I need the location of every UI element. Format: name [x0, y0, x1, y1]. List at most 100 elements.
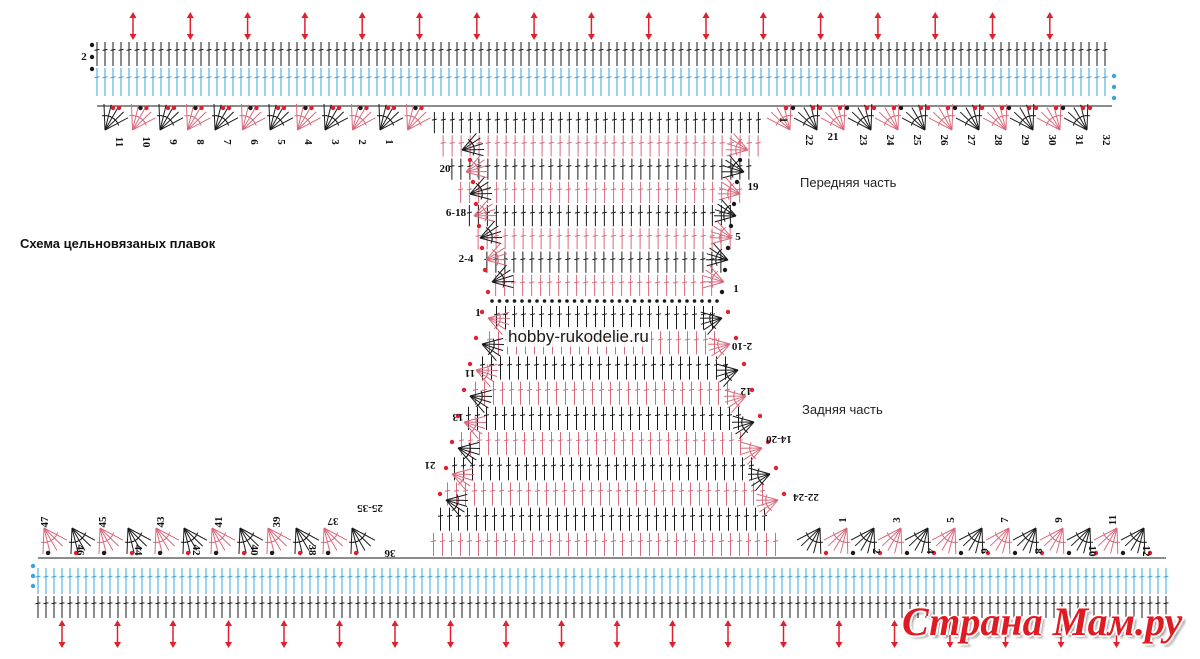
chain-dot [297, 550, 303, 556]
bottom-blue-stitch-tick [235, 575, 241, 578]
body-tick [701, 165, 707, 168]
arrow-head [391, 620, 399, 626]
top-blue-stitch-tick [502, 76, 508, 79]
bottom-blue-stitch-tick [739, 575, 745, 578]
body-tick [683, 439, 690, 442]
body-tick [458, 141, 464, 144]
bottom-stitch-tick [187, 602, 193, 605]
chain-dot [725, 245, 731, 251]
arrow-head [58, 620, 66, 626]
bottom-blue-stitch-tick [947, 575, 953, 578]
fan-stitch [182, 527, 185, 554]
bottom-blue-stitch-tick [99, 575, 105, 578]
arrow-head [817, 12, 825, 18]
body-tick [701, 439, 708, 442]
bottom-stitch-tick [155, 602, 161, 605]
body-tick [746, 165, 752, 168]
bottom-blue-stitch-tick [803, 575, 809, 578]
arrow-head [780, 642, 787, 648]
chain-dot [505, 299, 509, 303]
body-tick [467, 439, 474, 442]
body-tick [541, 464, 548, 467]
fan-stitch [485, 253, 508, 261]
bottom-stitch-tick [347, 602, 353, 605]
fan-tick [713, 270, 719, 275]
fan-stitch [183, 527, 198, 551]
fan-stitch [803, 107, 818, 131]
top-blue-stitch-tick [390, 76, 396, 79]
top-blue-stitch-tick [638, 76, 644, 79]
chain-dot [527, 299, 532, 303]
body-tick [556, 234, 562, 237]
body-tick [550, 464, 557, 467]
body-tick [616, 388, 623, 391]
fan-stitch [42, 527, 45, 554]
body-tick [560, 363, 567, 366]
body-tick [694, 464, 701, 467]
body-tick [737, 439, 744, 442]
body-tick [691, 540, 698, 543]
fan-stitch [770, 111, 791, 131]
bottom-stitch-tick [883, 602, 889, 605]
fan-stitch [43, 527, 58, 551]
body-tick [508, 388, 515, 391]
fan-stitch [978, 103, 981, 131]
row-number: 2 [81, 51, 87, 63]
fan-tick [280, 120, 285, 126]
bottom-blue-stitch-tick [1099, 575, 1105, 578]
fan-tick [940, 532, 944, 538]
row-number: 11 [465, 367, 475, 379]
body-tick [610, 540, 617, 543]
chain-dot [116, 105, 122, 111]
body-tick [493, 211, 499, 214]
body-tick [656, 439, 663, 442]
body-tick [511, 313, 518, 316]
body-tick [641, 363, 648, 366]
fan-stitch [763, 499, 779, 517]
top-stitch-tick [918, 48, 924, 51]
body-tick [602, 118, 608, 121]
body-tick [547, 211, 553, 214]
bottom-stitch-tick [323, 602, 329, 605]
top-blue-stitch-tick [878, 76, 884, 79]
fan-stitch [405, 104, 408, 131]
fan-stitch [104, 107, 119, 131]
body-tick [498, 489, 505, 492]
body-tick [702, 338, 709, 341]
body-tick [656, 118, 662, 121]
fan-stitch [1043, 527, 1064, 547]
fan-stitch [927, 527, 930, 555]
chain-dot [199, 105, 204, 111]
fan-stitch [1008, 527, 1011, 555]
body-tick [718, 540, 725, 543]
fan-stitch [242, 104, 250, 131]
fan-stitch [214, 111, 235, 131]
fan-stitch [894, 527, 902, 554]
body-tick [466, 540, 473, 543]
bottom-stitch-tick [539, 602, 545, 605]
body-tick [581, 514, 588, 517]
bottom-blue-stitch-tick [779, 575, 785, 578]
body-tick [620, 118, 626, 121]
chain-dot [512, 299, 517, 303]
fan-tick [733, 160, 739, 165]
body-tick [655, 540, 662, 543]
body-tick [700, 313, 707, 316]
body-tick [453, 489, 460, 492]
body-tick [728, 141, 734, 144]
fan-stitch [928, 117, 953, 131]
row-number: 21 [425, 459, 436, 471]
fan-stitch [1056, 527, 1064, 554]
row-number: 21 [828, 131, 839, 143]
body-tick [638, 165, 644, 168]
fan-tick [476, 172, 479, 178]
body-tick [555, 414, 562, 417]
body-tick [661, 388, 668, 391]
body-tick [462, 489, 469, 492]
fan-stitch [99, 527, 124, 541]
body-tick [502, 234, 508, 237]
body-tick [701, 141, 707, 144]
chain-dot [213, 550, 219, 556]
bottom-stitch-tick [59, 602, 65, 605]
arrow-head [891, 642, 898, 648]
